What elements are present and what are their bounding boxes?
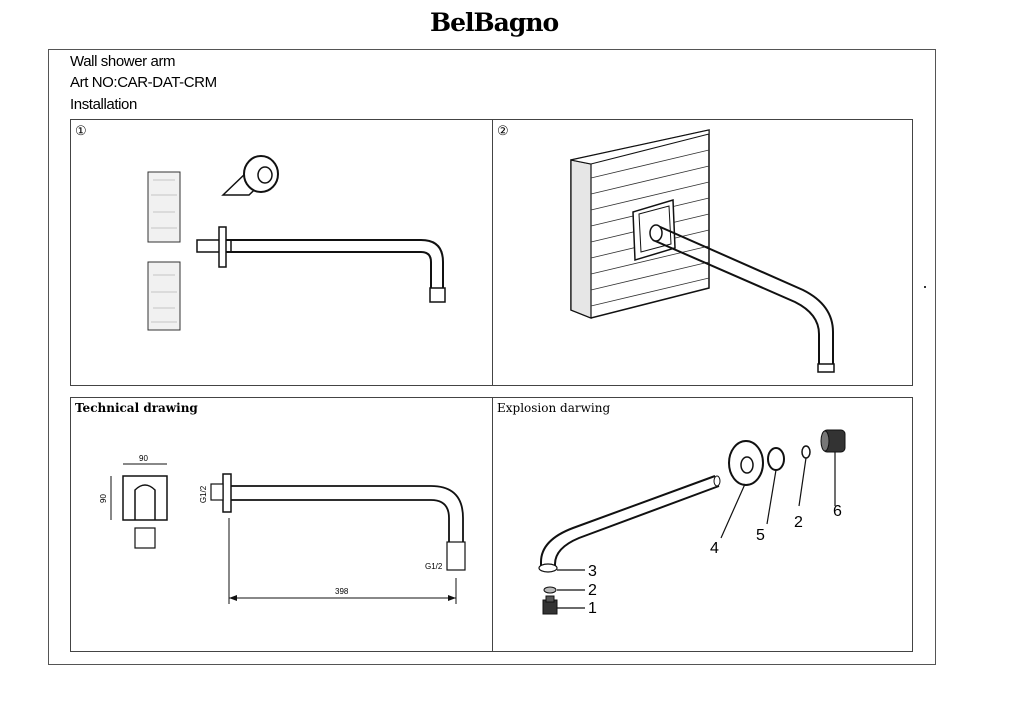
thread-size-inlet: G1/2 [199, 485, 209, 504]
part-label-2-lower: 2 [588, 582, 597, 599]
article-number: Art NO:CAR-DAT-CRM [70, 74, 217, 91]
step-2-label: ② [497, 123, 509, 138]
explosion-drawing [538, 429, 846, 615]
brand-logo: BelBagno [430, 8, 559, 37]
thread-size-outlet: G1/2 [425, 562, 443, 571]
product-title: Wall shower arm [70, 53, 176, 70]
step-2-illustration [570, 129, 835, 373]
panel-explosion-drawing: Explosion darwing 3 2 [492, 397, 913, 652]
step-1-label: ① [75, 123, 87, 138]
technical-drawing [110, 463, 466, 604]
part-label-4: 4 [710, 540, 719, 557]
drawing-sheet [48, 49, 936, 665]
dimension-width: 90 [139, 454, 148, 463]
part-label-6: 6 [833, 503, 842, 520]
panel-step-1: ① [70, 119, 493, 386]
panel-technical-drawing: Technical drawing 90 90 G1/2 G1/2 398 [70, 397, 493, 652]
teflon-tape-icon [221, 155, 279, 196]
step-1-illustration [147, 155, 446, 331]
dimension-length: 398 [335, 587, 349, 596]
part-label-5: 5 [756, 527, 765, 544]
part-label-2-upper: 2 [794, 514, 803, 531]
panel-step-2: ② [492, 119, 913, 386]
dimension-height: 90 [98, 494, 108, 503]
section-title: Installation [70, 96, 137, 113]
part-label-1: 1 [588, 600, 597, 617]
stray-mark [924, 286, 926, 288]
technical-drawing-label: Technical drawing [75, 401, 198, 415]
explosion-drawing-label: Explosion darwing [497, 401, 611, 415]
part-label-3: 3 [588, 563, 597, 580]
